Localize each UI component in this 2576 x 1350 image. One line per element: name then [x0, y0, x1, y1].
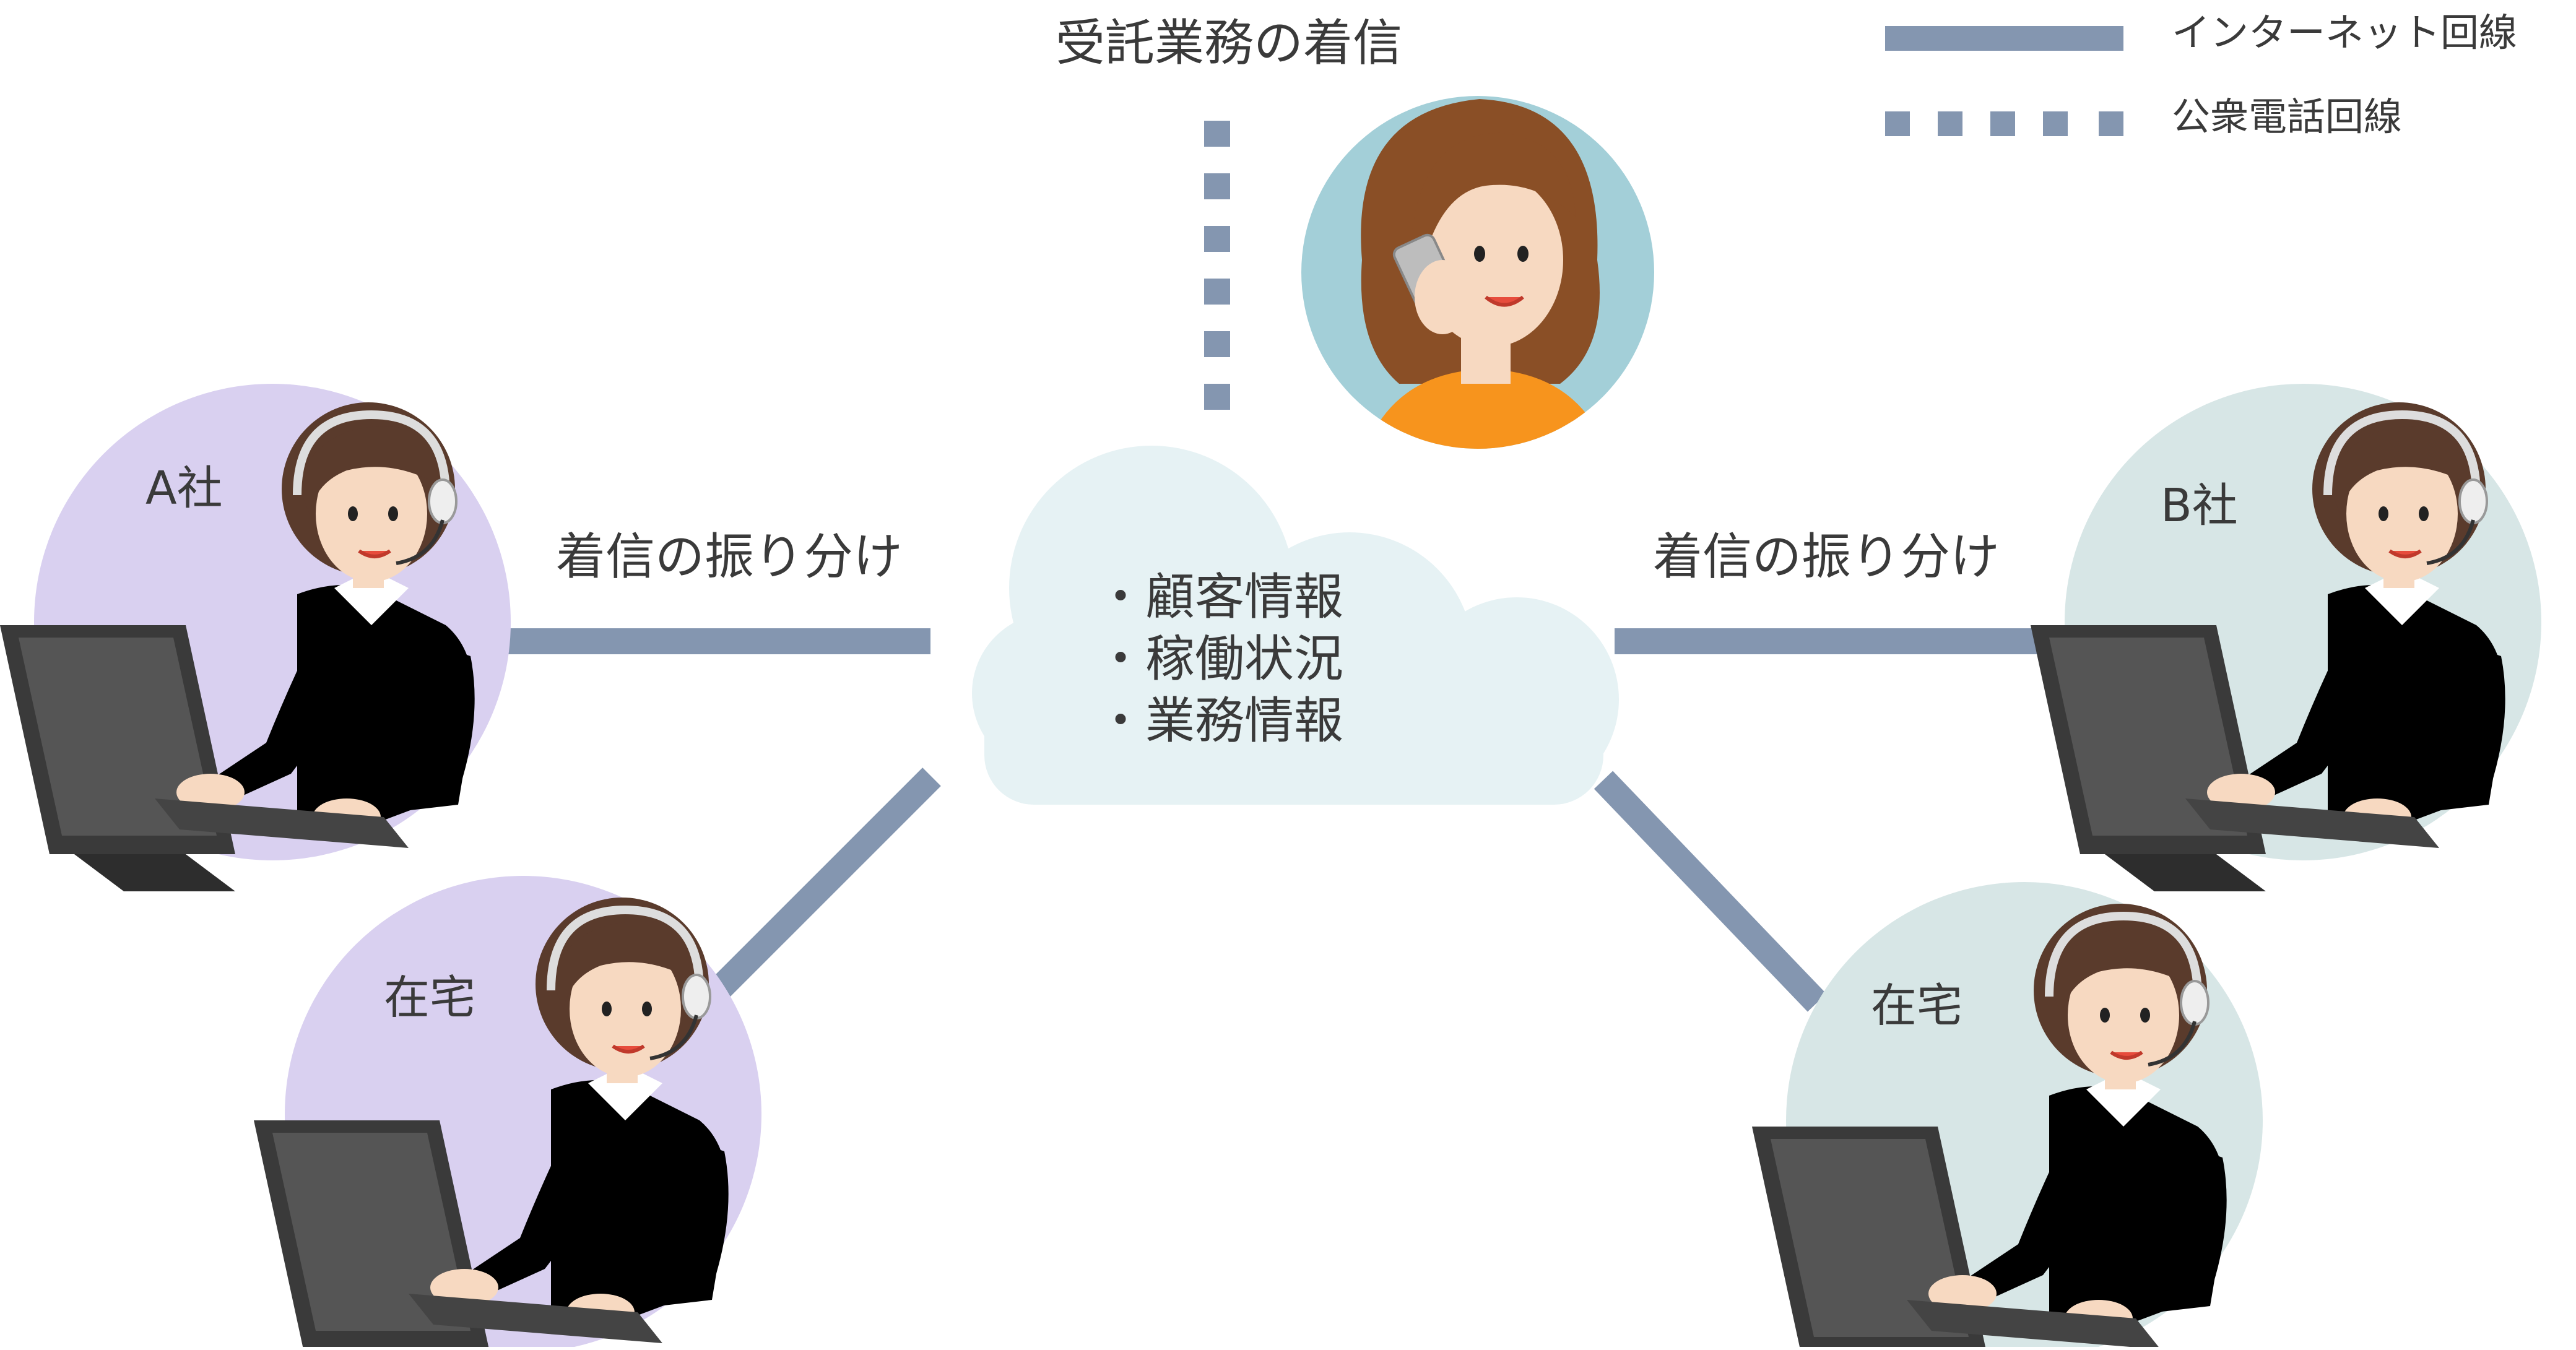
operator-b-office — [2031, 384, 2541, 891]
label-a-home: 在宅 — [384, 971, 475, 1024]
cloud-item-customer-info: ・顧客情報 — [1096, 568, 1343, 626]
legend-phone-label: 公衆電話回線 — [2172, 94, 2403, 139]
label-a-office: A社 — [145, 462, 223, 515]
operator-a-home — [254, 876, 761, 1350]
cloud-items: ・顧客情報 ・稼働状況 ・業務情報 — [1096, 566, 1343, 752]
internet-line-left — [506, 628, 930, 654]
internet-lines — [506, 628, 2048, 1012]
legend-phone-swatch — [1885, 111, 2123, 136]
incoming-call-label: 受託業務の着信 — [1056, 14, 1402, 72]
internet-line-lower-right — [1594, 771, 1827, 1012]
legend — [1885, 26, 2123, 136]
routing-label-right: 着信の振り分け — [1653, 528, 2000, 586]
cloud-item-business-info: ・業務情報 — [1096, 692, 1343, 750]
internet-line-right — [1615, 628, 2048, 654]
operator-b-home — [1752, 882, 2263, 1350]
label-b-office: B社 — [2161, 479, 2238, 532]
operator-a-office — [0, 384, 511, 891]
legend-internet-label: インターネット回線 — [2172, 10, 2518, 55]
legend-internet-swatch — [1885, 26, 2123, 51]
routing-label-left: 着信の振り分け — [556, 528, 903, 586]
internet-line-lower-left — [709, 768, 941, 1000]
cloud-icon — [972, 446, 1619, 805]
label-b-home: 在宅 — [1871, 979, 1962, 1032]
caller-on-phone-icon — [1301, 96, 1654, 449]
phone-line-dotted — [1204, 121, 1230, 410]
cloud-item-operation-status: ・稼働状況 — [1096, 630, 1343, 688]
